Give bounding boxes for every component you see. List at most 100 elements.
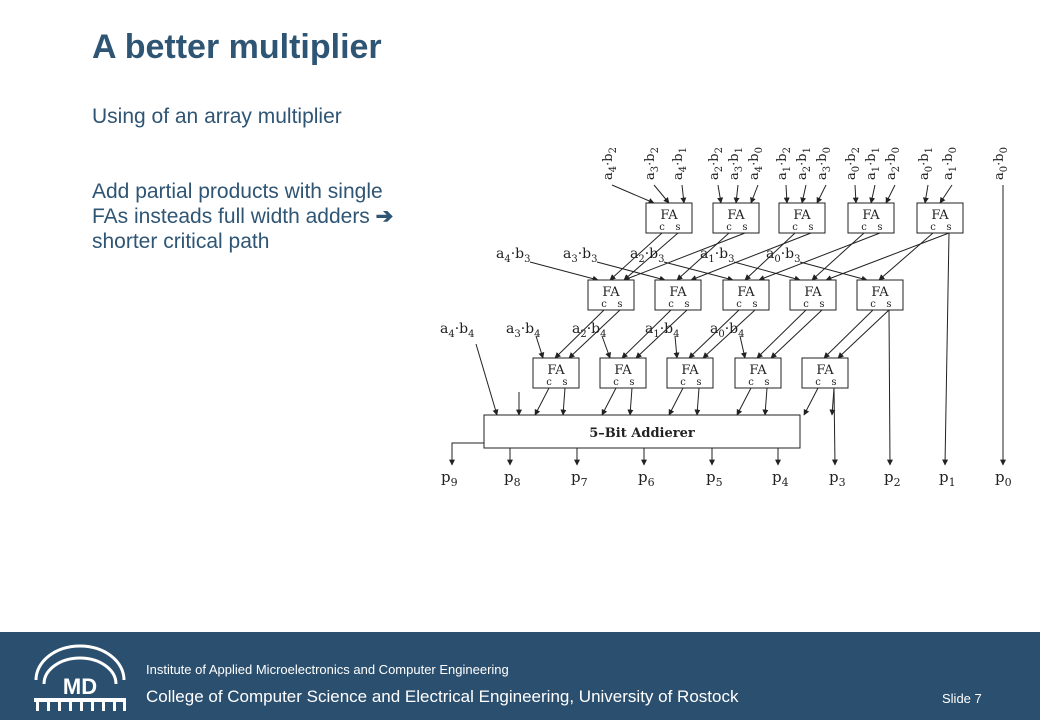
- slide-title: A better multiplier: [92, 28, 382, 66]
- wire: [886, 309, 893, 466]
- output-label: p5: [706, 468, 723, 489]
- carry-label: c: [792, 222, 798, 233]
- input-label: a4·b0: [747, 147, 765, 180]
- carry-label: c: [546, 377, 552, 388]
- full-adder-label: FA: [614, 363, 632, 378]
- input-label: a0·b3: [766, 246, 801, 265]
- input-label: a2·b3: [630, 246, 665, 265]
- full-adder-box: [789, 279, 837, 311]
- wire: [799, 261, 868, 282]
- output-label: p4: [772, 468, 789, 489]
- input-label: a1·b3: [700, 246, 735, 265]
- carry-label: c: [930, 222, 936, 233]
- wire: [560, 387, 567, 416]
- wire: [739, 335, 747, 359]
- wire: [702, 309, 756, 359]
- wire: [758, 232, 881, 281]
- output-label: p8: [504, 468, 521, 489]
- bullet-partial-products: Add partial products with single FAs ins…: [92, 180, 402, 254]
- output-label: p2: [884, 468, 901, 489]
- carry-label: c: [736, 299, 742, 310]
- wire: [680, 184, 687, 204]
- full-adder-label: FA: [727, 208, 745, 223]
- wire: [803, 387, 819, 416]
- carry-label: c: [861, 222, 867, 233]
- sum-label: s: [831, 377, 836, 388]
- input-label: a4·b3: [496, 246, 531, 265]
- full-adder-label: FA: [669, 285, 687, 300]
- input-label: a3·b3: [563, 246, 598, 265]
- wire: [688, 309, 740, 359]
- carry-label: c: [601, 299, 607, 310]
- input-label: a1·b4: [645, 321, 680, 340]
- adder-label: 5–Bit Addierer: [589, 426, 695, 441]
- full-adder-box: [532, 357, 580, 389]
- wire: [635, 309, 688, 359]
- full-adder-label: FA: [681, 363, 699, 378]
- wire: [878, 232, 934, 281]
- wire: [750, 184, 759, 204]
- full-adder-box: [654, 279, 702, 311]
- full-adder-box: [778, 202, 826, 234]
- carry-label: c: [613, 377, 619, 388]
- full-adder-label: FA: [816, 363, 834, 378]
- input-label: a4·b2: [601, 147, 619, 180]
- output-label: p0: [995, 468, 1012, 489]
- carry-label: c: [668, 299, 674, 310]
- output-label: p6: [638, 468, 655, 489]
- input-label: a2·b1: [795, 147, 813, 180]
- full-adder-box: [847, 202, 895, 234]
- input-label: a3·b4: [506, 321, 541, 340]
- wire: [676, 232, 730, 281]
- carry-label: c: [815, 377, 821, 388]
- input-label: a0·b0: [992, 147, 1010, 180]
- sum-label: s: [684, 299, 689, 310]
- input-label: a4·b1: [671, 147, 689, 180]
- full-adder-box: [722, 279, 770, 311]
- input-label: a0·b1: [917, 147, 935, 180]
- wire: [601, 387, 617, 416]
- wire: [733, 261, 801, 282]
- wire: [568, 309, 621, 359]
- array-multiplier-diagram: a4·b2a3·b2a4·b1a2·b2a3·b1a4·b0a1·b2a2·b1…: [440, 147, 1012, 489]
- full-adder-label: FA: [793, 208, 811, 223]
- wire: [885, 184, 896, 204]
- full-adder-label: FA: [871, 285, 889, 300]
- full-adder-box: [712, 202, 760, 234]
- carry-label: c: [726, 222, 732, 233]
- carry-label: c: [803, 299, 809, 310]
- wire: [736, 387, 752, 416]
- footer-bar: MD Institute of Applied Microelectronics…: [0, 632, 1040, 720]
- wire: [831, 387, 838, 466]
- full-adder-label: FA: [749, 363, 767, 378]
- wire: [922, 184, 929, 204]
- wire: [800, 184, 807, 204]
- full-adder-box: [587, 279, 635, 311]
- sum-label: s: [886, 299, 891, 310]
- right-arrow-icon: ➔: [375, 204, 394, 228]
- wire: [733, 184, 740, 204]
- full-adder-label: FA: [737, 285, 755, 300]
- output-label: p7: [571, 468, 588, 489]
- wire: [535, 335, 545, 359]
- wire: [744, 232, 796, 281]
- input-label: a4·b4: [440, 321, 475, 340]
- full-adder-box: [734, 357, 782, 389]
- input-label: a3·b2: [643, 147, 661, 180]
- wire: [623, 232, 679, 281]
- wire: [596, 261, 666, 282]
- input-label: a3·b1: [727, 147, 745, 180]
- full-adder-label: FA: [602, 285, 620, 300]
- university-logo-icon: MD: [34, 644, 126, 711]
- input-label: a1·b0: [941, 147, 959, 180]
- sum-label: s: [819, 299, 824, 310]
- wire: [554, 309, 605, 359]
- wire: [694, 387, 701, 416]
- wire: [534, 387, 550, 416]
- output-label: p9: [441, 468, 458, 489]
- carry-label: c: [680, 377, 686, 388]
- bullet-array-multiplier: Using of an array multiplier: [92, 105, 342, 128]
- college-name: College of Computer Science and Electric…: [146, 687, 739, 706]
- wire: [529, 261, 599, 282]
- sum-label: s: [946, 222, 951, 233]
